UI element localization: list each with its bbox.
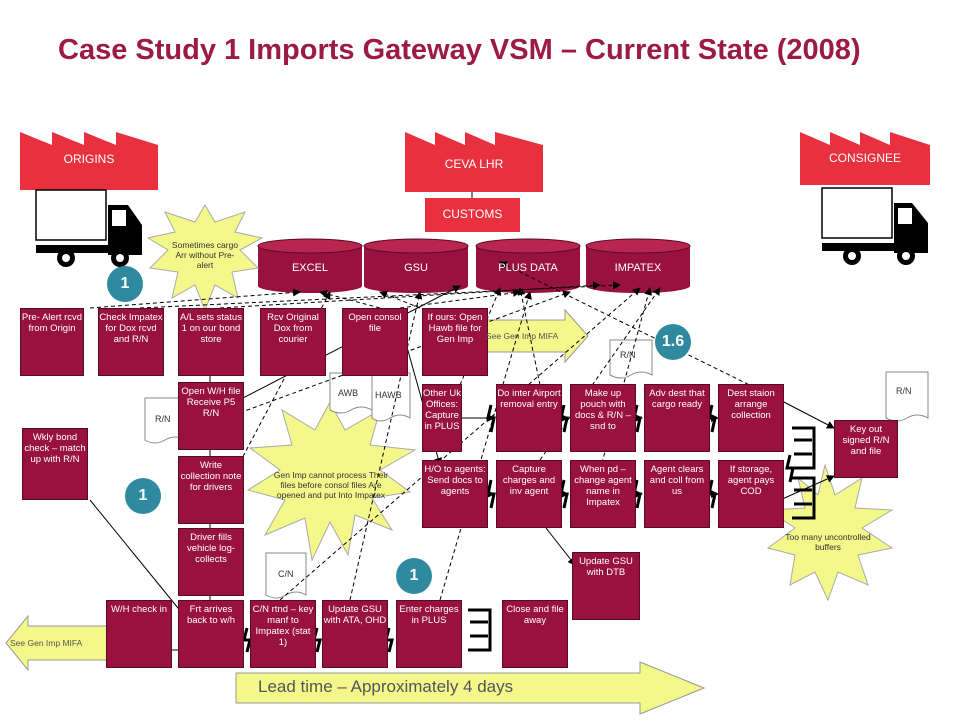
origins-factory-icon [20, 132, 158, 190]
doc-rn2-label: R/N [155, 414, 171, 424]
note-too-many: Too many uncontrolled buffers [785, 532, 871, 552]
note-burst-buffers [766, 463, 894, 602]
process-make-up: Make up pouch with docs & R/N – snd to [570, 384, 636, 452]
process-wh-check: W/H check in [106, 600, 172, 668]
note-sometimes: Sometimes cargo Arr without Pre-alert [171, 240, 239, 270]
process-rcv-original: Rcv Original Dox from courier [260, 308, 326, 376]
mifa-left-arrow [5, 614, 109, 672]
lead-time-label: Lead time – Approximately 4 days [258, 677, 514, 696]
mifa-top-arrow [479, 308, 589, 364]
excel-db-icon [257, 238, 363, 293]
badge-1-top: 1 [107, 266, 143, 302]
doc-rn3-label: R/N [896, 386, 912, 396]
process-key-out: Key out signed R/N and file [834, 420, 898, 478]
page-title: Case Study 1 Imports Gateway VSM – Curre… [58, 34, 861, 66]
process-if-storage: If storage, agent pays COD [718, 460, 784, 528]
badge-1-bottom: 1 [396, 558, 432, 594]
process-open-consol: Open consol file [342, 308, 408, 376]
gsu-db-icon [363, 238, 469, 293]
truck-left-icon [35, 189, 142, 267]
consignee-factory-icon [800, 132, 930, 185]
process-prealert: Pre- Alert rcvd from Origin [20, 308, 84, 376]
system-gsu: GSU [404, 262, 428, 274]
process-agent-clears: Agent clears and coll from us [644, 460, 710, 528]
doc-rn1-label: R/N [620, 350, 636, 360]
process-check-impatex: Check Impatex for Dox rcvd and R/N [98, 308, 164, 376]
doc-cn-label: C/N [278, 569, 294, 579]
impatex-db-icon [585, 238, 691, 293]
customs-label: CUSTOMS [442, 207, 503, 221]
process-close-file: Close and file away [502, 600, 568, 668]
truck-right-icon [821, 187, 928, 265]
ceva-label: CEVA LHR [444, 157, 504, 171]
process-enter-charges: Enter charges in PLUS [396, 600, 462, 668]
process-when-pd: When pd – change agent name in Impatex [570, 460, 636, 528]
process-capture-charges: Capture charges and inv agent [496, 460, 562, 528]
badge-1-mid: 1 [125, 478, 161, 514]
process-frt-arrives: Frt arrives back to w/h [178, 600, 244, 668]
consignee-label: CONSIGNEE [828, 151, 901, 165]
badge-1-6: 1.6 [655, 324, 691, 360]
mifa-left-label: See Gen Imp MIFA [10, 638, 83, 648]
process-write-collection: Write collection note for drivers [178, 456, 244, 524]
doc-rn3-icon [885, 371, 929, 422]
system-impatex: IMPATEX [614, 262, 662, 274]
process-adv-dest: Adv dest that cargo ready [644, 384, 710, 452]
process-update-gsu-dtb: Update GSU with DTB [572, 552, 640, 620]
note-gen-imp: Gen Imp cannot process Their files befor… [273, 470, 389, 500]
customs-box-icon [425, 198, 520, 232]
process-if-ours: If ours: Open Hawb file for Gen Imp [422, 308, 488, 376]
doc-awb-icon [329, 372, 373, 414]
process-do-inter: Do inter Airport removal entry [496, 384, 562, 452]
origins-label: ORIGINS [63, 152, 115, 166]
process-al-sets: A/L sets status 1 on our bond store [178, 308, 244, 376]
process-open-wh: Open W/H file Receive P5 R/N [178, 382, 244, 450]
ceva-factory-icon [405, 132, 543, 192]
plus-data-db-icon [475, 238, 581, 293]
doc-hawb-icon [371, 372, 411, 422]
system-excel: EXCEL [291, 262, 329, 274]
doc-awb-label: AWB [338, 388, 359, 398]
mifa-top-label: See Gen Imp MIFA [486, 331, 559, 341]
system-plus-data: PLUS DATA [498, 262, 558, 274]
process-other-uk: Other Uk Offices: Capture in PLUS [422, 384, 462, 452]
process-ho-agents: H/O to agents: Send docs to agents [422, 460, 488, 528]
process-update-gsu-ata: Update GSU with ATA, OHD [322, 600, 388, 668]
process-driver-fills: Driver fills vehicle log- collects [178, 528, 244, 596]
process-dest-station: Dest staion arrange collection [718, 384, 784, 452]
note-burst-gen-imp [246, 400, 417, 562]
lead-time-arrow [235, 661, 706, 715]
process-cn-rtnd: C/N rtnd – key manf to Impatex (stat 1) [250, 600, 316, 668]
doc-hawb-label: HAWB [375, 390, 402, 400]
process-wkly-bond: Wkly bond check – match up with R/N [22, 428, 88, 500]
